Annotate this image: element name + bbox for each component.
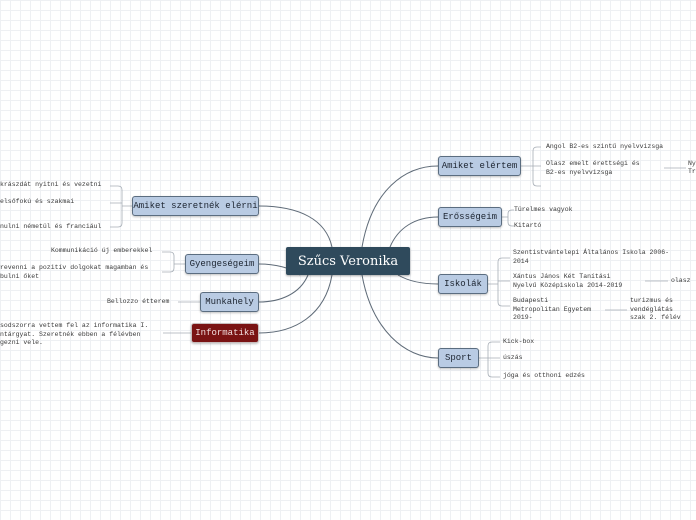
topic-amiket-szeretnek-elerni[interactable]: Amiket szeretnék elérni [132, 196, 259, 216]
topic-iskolak[interactable]: Iskolák [438, 274, 488, 294]
leaf-connector-amiket-szeretnek [110, 185, 132, 228]
leaf-egyetem[interactable]: Budapesti Metropolitan Egyetem 2019- [513, 297, 592, 321]
sub-connector-iskolak [605, 280, 668, 311]
leaf-connector-iskolak [488, 257, 510, 307]
subleaf-tr[interactable]: Tr [688, 168, 696, 175]
leaf-kickbox[interactable]: Kick-box [503, 338, 535, 345]
branch-connector-iskolak [397, 274, 439, 285]
leaf-felsofoku[interactable]: elsőfokú és szakmai [0, 198, 75, 205]
subleaf-olasz[interactable]: olasz [671, 277, 691, 284]
topic-gyengesegeim[interactable]: Gyengeségeim [185, 254, 259, 274]
leaf-pozitiv-dolgok[interactable]: revenni a pozitív dolgokat magamban és b… [0, 264, 149, 280]
leaf-turelmes[interactable]: Türelmes vagyok [514, 206, 573, 213]
leaf-cukraszda[interactable]: krászdát nyitni és vezetni [0, 181, 102, 188]
leaf-joga[interactable]: jóga és otthoni edzés [503, 372, 585, 379]
branch-connector-amiket-szeretnek [258, 205, 333, 248]
leaf-uszas[interactable]: úszás [503, 354, 523, 361]
branch-connector-amiket-elertem [361, 165, 439, 248]
leaf-connector-amiket-elertem [521, 146, 541, 187]
leaf-kozepiskola[interactable]: Xántus János Két Tanítási Nyelvű Középis… [513, 273, 623, 289]
topic-informatika[interactable]: Informatika [191, 323, 259, 343]
leaf-kommunikacio[interactable]: Kommunikáció új emberekkel [51, 247, 153, 254]
topic-erossegeim[interactable]: Erősségeim [438, 207, 502, 227]
branch-connector-informatika [258, 274, 333, 334]
leaf-bellozzo[interactable]: Bellozzo étterem [107, 298, 170, 305]
leaf-olasz-nyelvvizsga[interactable]: Olasz emelt érettségi és B2-es nyelvvizs… [546, 160, 640, 176]
branch-connector-munkahely [258, 274, 309, 303]
leaf-connector-gyengesegeim [162, 251, 185, 273]
branch-connector-sport [361, 274, 439, 359]
leaf-angol-nyelvvizsga[interactable]: Angol B2-es szintű nyelvvizsga [546, 143, 664, 150]
leaf-altalanos-iskola[interactable]: Szentistvántelepi Általános Iskola 2006-… [513, 249, 670, 265]
leaf-connector-erossegeim [502, 209, 514, 227]
topic-sport[interactable]: Sport [438, 348, 479, 368]
subleaf-turizmus[interactable]: turizmus és vendéglátás szak 2. félév [630, 297, 681, 321]
leaf-kitarto[interactable]: Kitartó [514, 222, 542, 229]
branch-connector-erossegeim [389, 216, 439, 248]
topic-munkahely[interactable]: Munkahely [200, 292, 259, 312]
leaf-connector-sport [479, 341, 500, 378]
leaf-nemet-francia[interactable]: nulni németül és franciául [0, 223, 102, 230]
subleaf-ny[interactable]: Ny [688, 160, 696, 167]
central-topic[interactable]: Szűcs Veronika [286, 247, 410, 275]
leaf-informatika-targy[interactable]: sodszorra vettem fel az informatika I. n… [0, 322, 149, 346]
topic-amiket-elertem[interactable]: Amiket elértem [438, 156, 521, 176]
